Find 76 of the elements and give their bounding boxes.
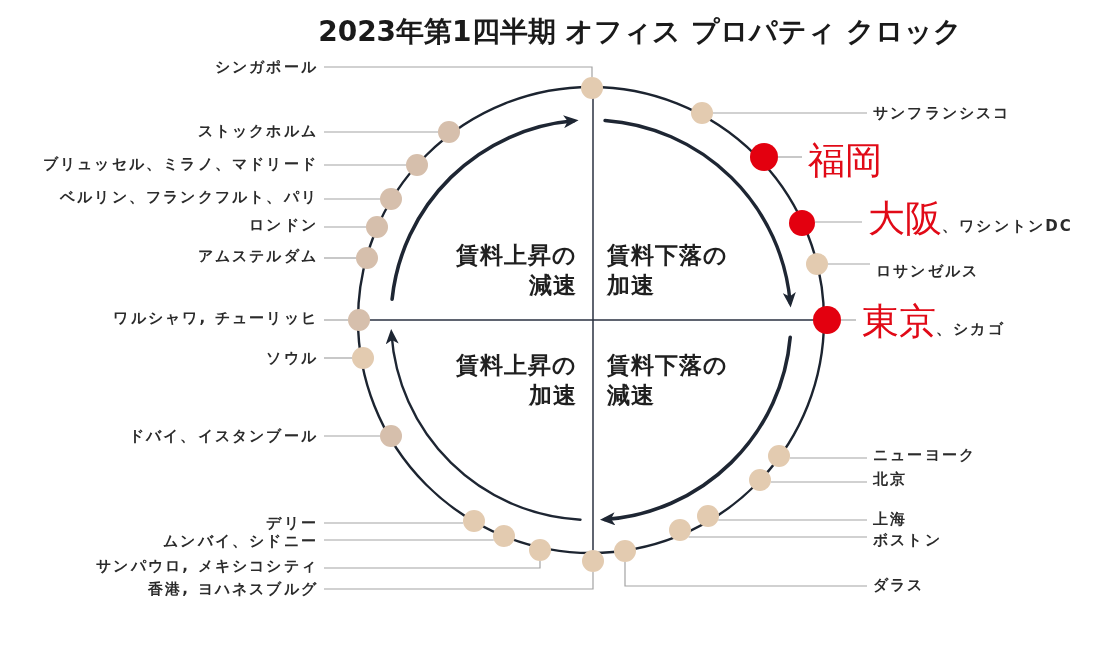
- city-label: ソウル: [266, 349, 318, 367]
- leader-line: [814, 221, 863, 223]
- city-dot: [669, 519, 691, 541]
- city-dot: [356, 247, 378, 269]
- leader-line: [323, 571, 594, 590]
- city-label: アムステルダム: [197, 247, 318, 265]
- city-label: ダラス: [873, 576, 925, 594]
- quadrant-label: 賃料下落の減速: [607, 351, 729, 410]
- city-label: デリー: [266, 514, 318, 532]
- city-label: サンパウロ, メキシコシティ: [96, 557, 318, 575]
- leader-line: [323, 522, 464, 524]
- leader-line: [323, 198, 381, 200]
- leader-line: [323, 257, 357, 259]
- leader-line: [827, 263, 871, 265]
- quadrant-label: 賃料上昇の加速: [455, 351, 577, 410]
- city-label: シンガポール: [214, 58, 318, 76]
- city-label: 、ワシントンDC: [942, 217, 1074, 235]
- city-dot: [352, 347, 374, 369]
- leader-line: [687, 536, 868, 538]
- city-label: ブリュッセル、ミラノ、マドリード: [42, 155, 318, 173]
- city-dot: [750, 143, 778, 171]
- leader-line: [840, 319, 857, 321]
- city-dot: [749, 469, 771, 491]
- city-label: ボストン: [873, 531, 942, 549]
- city-dot: [493, 525, 515, 547]
- leader-line: [770, 481, 868, 483]
- city-label: ニューヨーク: [873, 446, 977, 464]
- leader-line: [323, 164, 407, 166]
- city-dot: [614, 540, 636, 562]
- city-label: 北京: [873, 470, 908, 488]
- city-label: サンフランシスコ: [873, 104, 1011, 122]
- city-dot: [806, 253, 828, 275]
- leader-line: [323, 319, 349, 321]
- leader-line: [717, 519, 868, 521]
- city-dot: [581, 77, 603, 99]
- city-dot: [438, 121, 460, 143]
- city-dot: [789, 210, 815, 236]
- leader-line: [789, 457, 868, 459]
- city-dot: [406, 154, 428, 176]
- leader-line: [323, 66, 593, 78]
- leader-line: [323, 357, 353, 359]
- leader-line: [624, 561, 868, 587]
- city-label: 大阪: [868, 197, 942, 240]
- city-dot: [768, 445, 790, 467]
- city-label: 福岡: [808, 140, 882, 182]
- title: 2023年第1四半期 オフィス プロパティ クロック: [318, 15, 962, 49]
- leader-line: [323, 131, 439, 133]
- city-label: ベルリン、フランクフルト、パリ: [60, 188, 318, 206]
- city-dot: [463, 510, 485, 532]
- city-label: ドバイ、イスタンブール: [128, 427, 318, 445]
- city-dot: [380, 188, 402, 210]
- quadrant-label: 賃料上昇の減速: [455, 241, 577, 300]
- city-dot: [366, 216, 388, 238]
- city-dot: [380, 425, 402, 447]
- city-label: ロサンゼルス: [876, 262, 980, 280]
- city-dot: [348, 309, 370, 331]
- city-dot: [813, 306, 841, 334]
- city-label: 香港, ヨハネスブルグ: [147, 580, 318, 598]
- leader-line: [712, 112, 868, 114]
- city-label: 東京: [862, 300, 936, 343]
- leader-line: [323, 560, 541, 569]
- city-label: ムンバイ、シドニー: [163, 532, 318, 550]
- city-label: ワルシャワ, チューリッヒ: [113, 309, 318, 327]
- city-dot: [697, 505, 719, 527]
- quadrant-label: 賃料下落の加速: [607, 241, 729, 300]
- leader-line: [323, 435, 381, 437]
- city-label: 上海: [873, 510, 908, 528]
- leader-line: [323, 226, 367, 228]
- city-label: ロンドン: [249, 216, 318, 234]
- city-dot: [582, 550, 604, 572]
- city-dot: [529, 539, 551, 561]
- leader-line: [777, 156, 803, 158]
- city-dot: [691, 102, 713, 124]
- leader-line: [323, 539, 495, 541]
- city-label: 、シカゴ: [936, 320, 1005, 338]
- city-label: ストックホルム: [197, 122, 318, 140]
